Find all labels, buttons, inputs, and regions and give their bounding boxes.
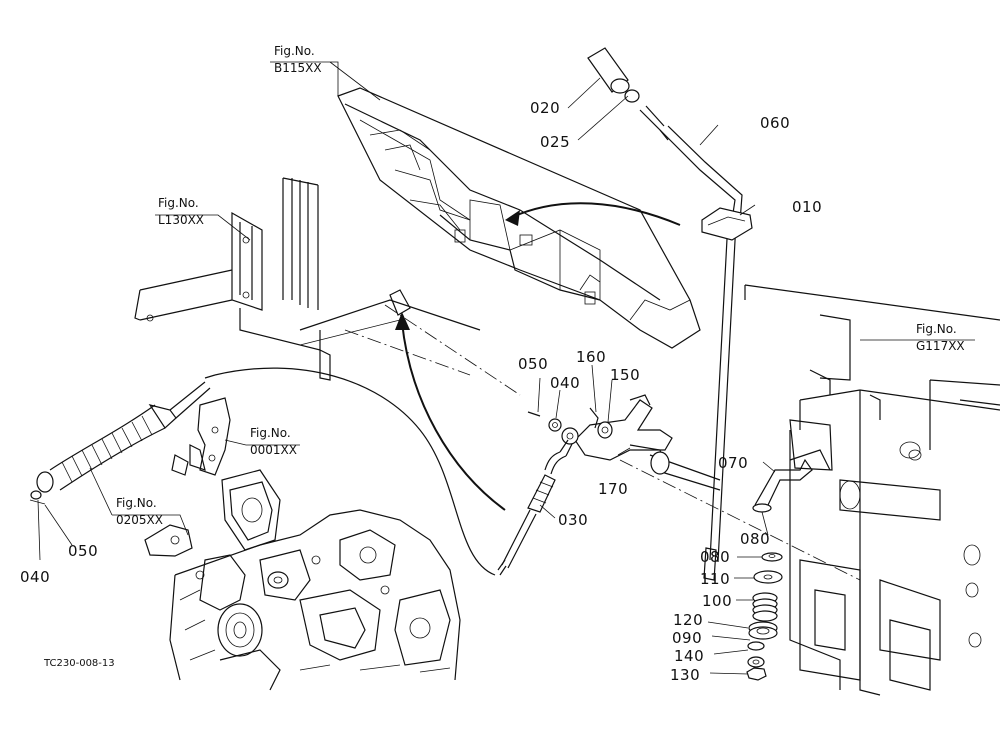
figref-b115-line2: B115XX	[274, 61, 322, 75]
leader-lines	[37, 61, 975, 675]
callout-080-lower[interactable]: 080	[700, 548, 730, 566]
assembly-arrows	[395, 202, 681, 511]
callout-050-lower[interactable]: 050	[68, 542, 98, 560]
callout-150[interactable]: 150	[610, 366, 640, 384]
callout-010[interactable]: 010	[792, 198, 822, 216]
transmission-housing	[169, 509, 461, 691]
right-bracket	[619, 284, 1000, 696]
callout-140[interactable]: 140	[674, 647, 704, 665]
figure-reference-g117[interactable]: Fig.No. G117XX	[916, 322, 965, 353]
part-callouts: 020 025 060 010 050 040 160 150 170 070 …	[20, 99, 822, 684]
callout-080-upper[interactable]: 080	[740, 530, 770, 548]
figure-reference-0001[interactable]: Fig.No. 0001XX	[250, 426, 297, 457]
callout-030[interactable]: 030	[558, 511, 588, 529]
figref-0001-line1: Fig.No.	[250, 426, 291, 440]
callout-110[interactable]: 110	[700, 570, 730, 588]
figref-0001-line2: 0001XX	[250, 443, 297, 457]
callout-040-lower[interactable]: 040	[20, 568, 50, 586]
cable-boot	[29, 381, 211, 505]
figref-0205-line1: Fig.No.	[116, 496, 157, 510]
link-assembly	[527, 394, 721, 491]
callout-060[interactable]: 060	[760, 114, 790, 132]
callout-160[interactable]: 160	[576, 348, 606, 366]
figref-g117-line2: G117XX	[916, 339, 965, 353]
valve-brackets	[144, 397, 281, 557]
callout-070[interactable]: 070	[718, 454, 748, 472]
figref-g117-line1: Fig.No.	[916, 322, 957, 336]
stack-parts	[746, 449, 831, 681]
callout-130[interactable]: 130	[670, 666, 700, 684]
callout-040-upper[interactable]: 040	[550, 374, 580, 392]
frame-rails	[134, 177, 521, 396]
drawing-code: TC230-008-13	[43, 658, 115, 669]
figure-reference-b115[interactable]: Fig.No. B115XX	[274, 44, 322, 75]
control-cable	[204, 367, 573, 576]
callout-025[interactable]: 025	[540, 133, 570, 151]
callout-020[interactable]: 020	[530, 99, 560, 117]
callout-050-upper[interactable]: 050	[518, 355, 548, 373]
figref-l130-line2: L130XX	[158, 213, 204, 227]
figref-0205-line2: 0205XX	[116, 513, 163, 527]
callout-120[interactable]: 120	[673, 611, 703, 629]
callout-170[interactable]: 170	[598, 480, 628, 498]
shift-lever-assembly	[587, 47, 753, 581]
callout-100[interactable]: 100	[702, 592, 732, 610]
figref-b115-line1: Fig.No.	[274, 44, 315, 58]
figure-reference-0205[interactable]: Fig.No. 0205XX	[116, 496, 163, 527]
fender-panel	[337, 87, 701, 349]
figref-l130-line1: Fig.No.	[158, 196, 199, 210]
figure-reference-l130[interactable]: Fig.No. L130XX	[158, 196, 204, 227]
callout-090[interactable]: 090	[672, 629, 702, 647]
